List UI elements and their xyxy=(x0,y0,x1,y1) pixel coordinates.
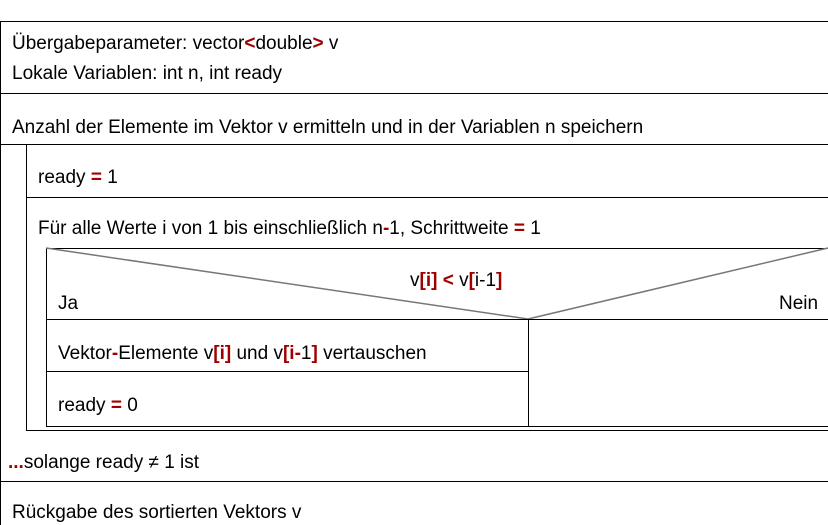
decision-condition: v[i] < v[i-1] xyxy=(410,270,503,291)
decision-yes-label: Ja xyxy=(58,293,79,314)
for-left-bar xyxy=(46,248,47,426)
branch-divider xyxy=(528,319,529,426)
divider-until xyxy=(0,481,828,482)
decision-no-label: Nein xyxy=(779,293,819,314)
count-statement: Anzahl der Elemente im Vektor v ermittel… xyxy=(12,117,644,138)
left-border xyxy=(0,21,1,525)
decision-top xyxy=(46,248,828,249)
params-line-1: Übergabeparameter: vector<double> v xyxy=(12,33,339,54)
for-loop-header: Für alle Werte i von 1 bis einschließlic… xyxy=(38,218,541,239)
top-border xyxy=(0,21,828,22)
return-statement: Rückgabe des sortierten Vektors v xyxy=(12,502,302,523)
divider-for-end xyxy=(26,430,828,431)
loop-left-bar xyxy=(26,144,27,431)
divider-swap xyxy=(46,371,528,372)
divider-ready-init xyxy=(26,197,828,198)
divider-count xyxy=(0,144,828,145)
ready-zero-statement: ready = 0 xyxy=(58,395,138,416)
params-line-2: Lokale Variablen: int n, int ready xyxy=(12,63,283,84)
divider-decision-end xyxy=(46,426,828,427)
ready-init-statement: ready = 1 xyxy=(38,167,118,188)
decision-triangle xyxy=(45,247,828,320)
until-condition: ...solange ready ≠ 1 ist xyxy=(8,452,200,473)
divider-params xyxy=(0,93,828,94)
decision-bottom xyxy=(46,319,828,320)
swap-statement: Vektor-Elemente v[i] und v[i-1] vertausc… xyxy=(58,343,427,364)
